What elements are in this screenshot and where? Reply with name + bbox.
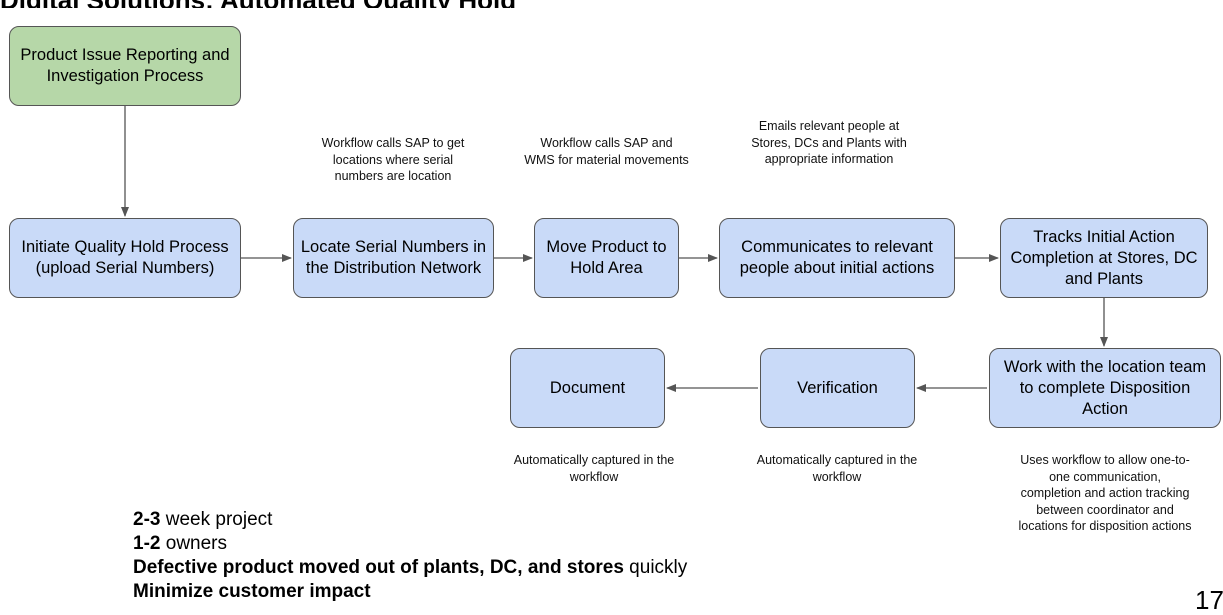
note-communicate: Emails relevant people at Stores, DCs an… bbox=[751, 119, 907, 166]
page-number: 17 bbox=[1195, 585, 1223, 615]
summary-owners-value: 1-2 bbox=[133, 533, 161, 554]
node-label: Verification bbox=[797, 378, 878, 397]
note-work: Uses workflow to allow one-to-one commun… bbox=[1018, 453, 1192, 533]
summary-owners-text: owners bbox=[160, 533, 227, 554]
node-move-product: Move Product to Hold Area bbox=[534, 218, 679, 298]
page-title: Digital Solutions: Automated Quality Hol… bbox=[0, 0, 1000, 8]
node-label: Move Product to Hold Area bbox=[546, 238, 667, 277]
node-label: Initiate Quality Hold Process (upload Se… bbox=[21, 238, 229, 277]
summary-impact: Minimize customer impact bbox=[133, 580, 687, 604]
summary-duration: 2-3 week project bbox=[133, 508, 687, 532]
node-label: Document bbox=[549, 378, 626, 397]
node-tracks-initial-action: Tracks Initial Action Completion at Stor… bbox=[1000, 218, 1208, 298]
summary-owners: 1-2 owners bbox=[133, 532, 687, 556]
note-document: Automatically captured in the workflow bbox=[513, 453, 675, 484]
node-verification: Verification bbox=[760, 348, 915, 428]
node-label: Locate Serial Numbers in the Distributio… bbox=[300, 238, 487, 277]
node-label: Product Issue Reporting and Investigatio… bbox=[20, 46, 230, 85]
node-product-issue-reporting: Product Issue Reporting and Investigatio… bbox=[9, 26, 241, 106]
summary-duration-value: 2-3 bbox=[133, 509, 161, 530]
summary-outcome: Defective product moved out of plants, D… bbox=[133, 556, 687, 580]
note-verification: Automatically captured in the workflow bbox=[756, 453, 918, 484]
summary-impact-bold: Minimize customer impact bbox=[133, 581, 371, 602]
node-work-with-location-team: Work with the location team to complete … bbox=[989, 348, 1221, 428]
summary-outcome-bold: Defective product moved out of plants, D… bbox=[133, 557, 624, 578]
project-summary: 2-3 week project 1-2 owners Defective pr… bbox=[133, 508, 687, 604]
node-initiate-quality-hold: Initiate Quality Hold Process (upload Se… bbox=[9, 218, 241, 298]
summary-duration-text: week project bbox=[160, 509, 273, 530]
note-locate: Workflow calls SAP to get locations wher… bbox=[321, 136, 465, 183]
node-document: Document bbox=[510, 348, 665, 428]
node-label: Work with the location team to complete … bbox=[1003, 357, 1207, 418]
summary-outcome-text: quickly bbox=[623, 557, 688, 578]
node-label: Tracks Initial Action Completion at Stor… bbox=[1010, 227, 1198, 288]
node-communicates: Communicates to relevant people about in… bbox=[719, 218, 955, 298]
note-move: Workflow calls SAP and WMS for material … bbox=[524, 136, 689, 167]
node-locate-serial-numbers: Locate Serial Numbers in the Distributio… bbox=[293, 218, 494, 298]
node-label: Communicates to relevant people about in… bbox=[739, 238, 935, 277]
